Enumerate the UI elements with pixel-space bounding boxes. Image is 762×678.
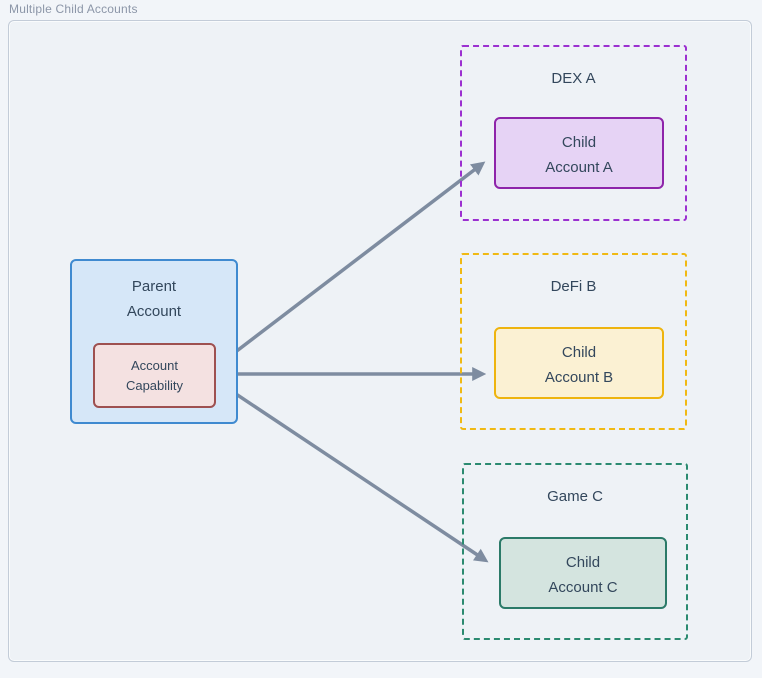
group-dex-a: DEX A Child Account A [460,45,687,221]
child-account-c-node: Child Account C [499,537,667,609]
child-account-b-node: Child Account B [494,327,664,399]
group-game-c-label: Game C [547,488,603,505]
child-account-a-label: Child Account A [545,134,613,176]
account-capability-label: Account Capability [125,358,184,393]
group-defi-b-label: DeFi B [550,278,597,295]
group-game-c: Game C Child Account C [462,463,688,640]
diagram-title: Multiple Child Accounts [9,2,138,16]
account-capability-node: Account Capability [93,343,216,408]
child-account-a-node: Child Account A [494,117,664,189]
child-account-b-label: Child Account B [544,344,614,386]
parent-account-node: Parent Account Account Capability [70,259,238,424]
group-dex-a-label: DEX A [551,70,596,87]
group-defi-b: DeFi B Child Account B [460,253,687,430]
child-account-c-label: Child Account C [548,554,618,596]
parent-account-label: Parent Account [126,278,182,320]
